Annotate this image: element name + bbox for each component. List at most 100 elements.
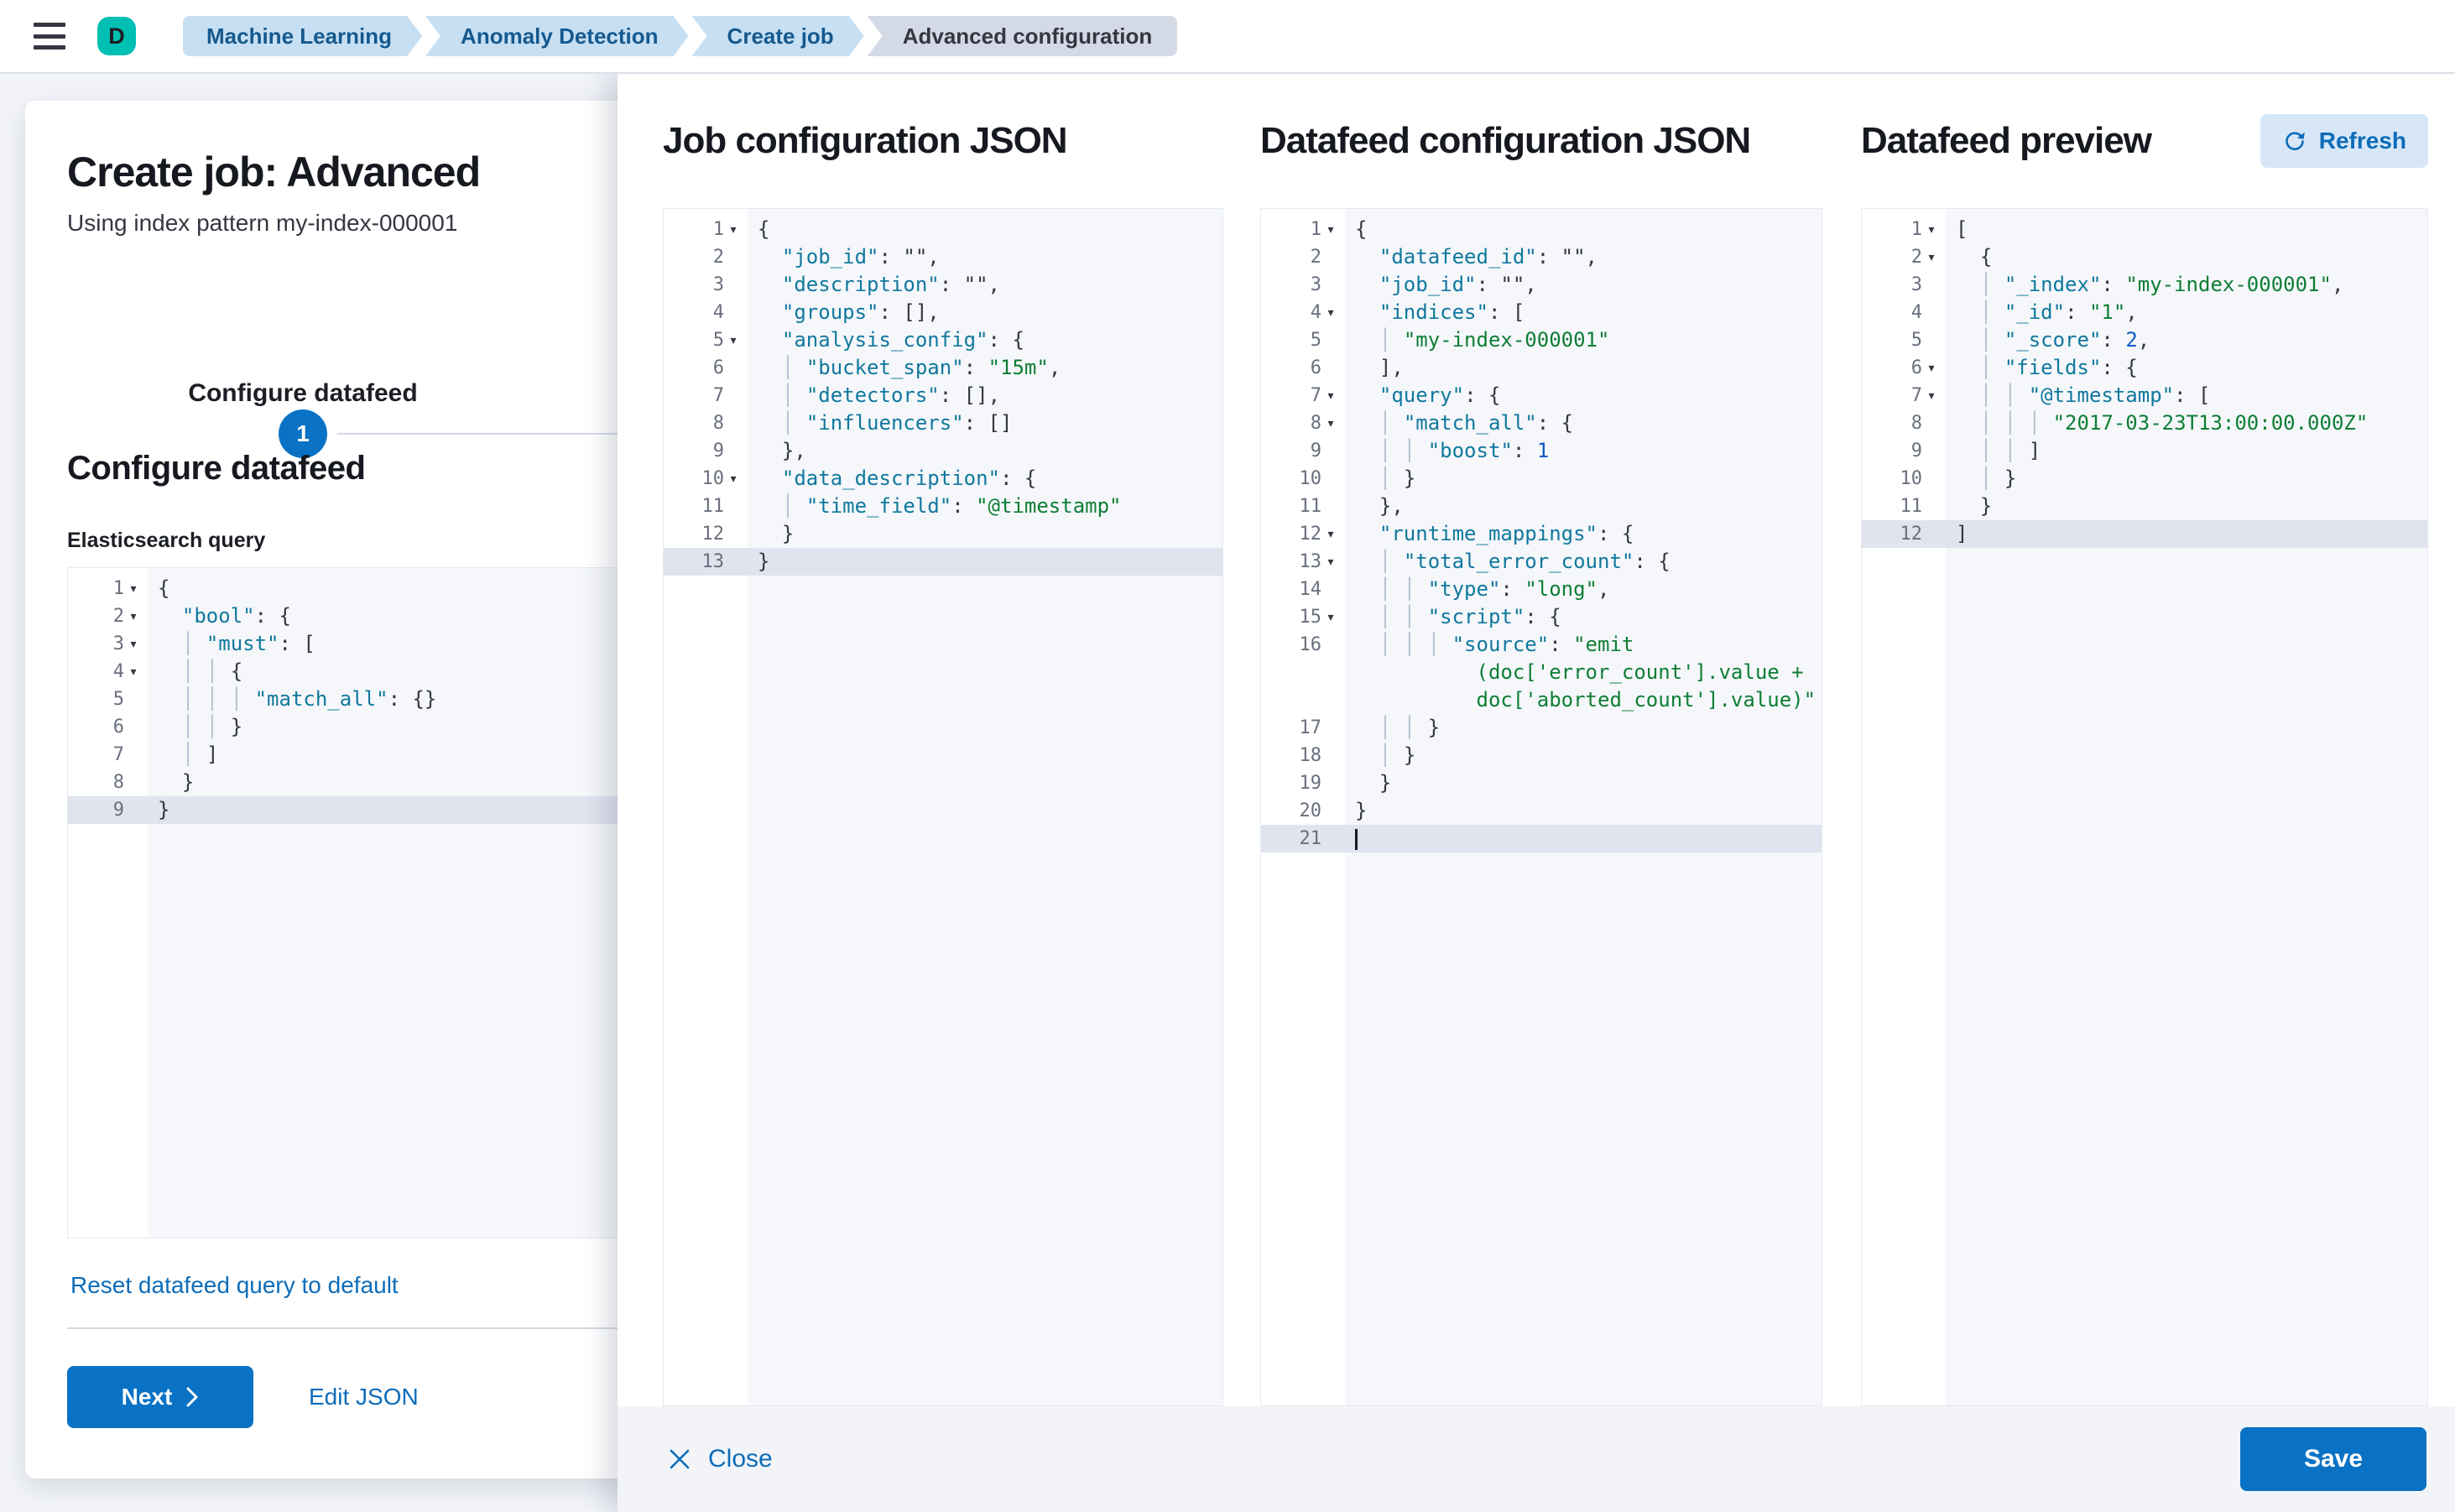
code-line-content: } (148, 769, 628, 796)
close-button[interactable]: Close (666, 1445, 773, 1473)
breadcrumb-item-create-job[interactable]: Create job (692, 16, 864, 56)
menu-icon[interactable] (34, 23, 65, 50)
code-line: 3▾ │ "must": [ (68, 630, 628, 658)
fold-arrow-icon[interactable]: ▾ (1327, 555, 1334, 568)
code-line: 3 "description": "", (664, 271, 1222, 299)
fold-arrow-icon[interactable]: ▾ (1327, 305, 1334, 319)
code-line-content: │ │ } (148, 713, 628, 741)
fold-arrow-icon[interactable]: ▾ (1327, 388, 1334, 402)
line-number-gutter: 6▾ (1862, 354, 1946, 382)
datafeed-configuration-json-title: Datafeed configuration JSON (1260, 120, 1751, 161)
elasticsearch-query-editor[interactable]: 1▾{2▾ "bool": {3▾ │ "must": [4▾ │ │ {5 │… (67, 567, 629, 1238)
code-line-content: }, (1345, 493, 1822, 520)
line-number-gutter: 2 (664, 243, 748, 271)
code-line: 8 │ "influencers": [] (664, 409, 1222, 437)
code-line: 10▾ "data_description": { (664, 465, 1222, 493)
edit-json-link[interactable]: Edit JSON (309, 1384, 419, 1410)
code-line-content: doc['aborted_count'].value)" (1345, 686, 1822, 714)
fold-arrow-icon[interactable]: ▾ (730, 333, 737, 347)
fold-arrow-icon[interactable]: ▾ (1928, 388, 1935, 402)
line-number-gutter: 9 (664, 437, 748, 465)
code-line: 12 } (664, 520, 1222, 548)
avatar[interactable]: D (97, 17, 136, 55)
line-number-gutter: 20 (1261, 797, 1345, 825)
code-line-content: │ "_score": 2, (1946, 326, 2427, 354)
editor-background (1261, 852, 1822, 1405)
fold-arrow-icon[interactable]: ▾ (730, 472, 737, 485)
line-number-gutter: 1▾ (68, 575, 148, 602)
fold-arrow-icon[interactable]: ▾ (1327, 222, 1334, 236)
code-line: 5 │ "my-index-000001" (1261, 326, 1822, 354)
line-number-gutter: 2▾ (68, 602, 148, 630)
line-number-gutter: 3 (1862, 271, 1946, 299)
code-line: 7 │ ] (68, 741, 628, 769)
line-number-gutter: 5 (1261, 326, 1345, 354)
code-line-content: } (748, 520, 1222, 548)
step-1-indicator[interactable]: 1 (279, 409, 327, 458)
fold-arrow-icon[interactable]: ▾ (1928, 222, 1935, 236)
code-line: 2▾ "bool": { (68, 602, 628, 630)
breadcrumb-item-anomaly-detection[interactable]: Anomaly Detection (425, 16, 689, 56)
fold-arrow-icon[interactable]: ▾ (130, 609, 137, 623)
code-line-content: ], (1345, 354, 1822, 382)
line-number-gutter: 5 (1862, 326, 1946, 354)
code-line-content: │ "fields": { (1946, 354, 2427, 382)
code-line: 8▾ │ "match_all": { (1261, 409, 1822, 437)
line-number-gutter: 9 (1261, 437, 1345, 465)
editor-padding (68, 568, 628, 575)
code-line-content: │ │ } (1345, 714, 1822, 742)
fold-arrow-icon[interactable]: ▾ (130, 665, 137, 678)
line-number-gutter: 8 (68, 769, 148, 796)
code-line-content: "datafeed_id": "", (1345, 243, 1822, 271)
fold-arrow-icon[interactable]: ▾ (1928, 250, 1935, 263)
job-configuration-json-editor[interactable]: 1▾{2 "job_id": "",3 "description": "",4 … (663, 208, 1223, 1406)
code-line-content: } (758, 550, 770, 573)
fold-arrow-icon[interactable]: ▾ (130, 581, 137, 595)
editor-background (68, 824, 628, 1238)
code-line: 13▾ │ "total_error_count": { (1261, 548, 1822, 576)
fold-arrow-icon[interactable]: ▾ (1928, 361, 1935, 374)
line-number-gutter: 16 (1261, 631, 1345, 659)
line-number-gutter: 8▾ (1261, 409, 1345, 437)
refresh-button-label: Refresh (2318, 128, 2406, 154)
line-number-gutter: 15▾ (1261, 603, 1345, 631)
reset-datafeed-query-link[interactable]: Reset datafeed query to default (70, 1272, 399, 1298)
code-line-content: { (1946, 243, 2427, 271)
line-number-gutter: 19 (1261, 769, 1345, 797)
line-number-gutter: 3▾ (68, 630, 148, 658)
code-line: 2▾ { (1862, 243, 2427, 271)
refresh-button[interactable]: Refresh (2260, 114, 2428, 168)
page-title: Create job: Advanced (67, 149, 481, 196)
fold-arrow-icon[interactable]: ▾ (1327, 416, 1334, 430)
line-number-gutter: 10 (1862, 465, 1946, 493)
code-line-content: "query": { (1345, 382, 1822, 409)
code-line-content: { (1345, 216, 1822, 243)
next-button-label: Next (121, 1384, 173, 1410)
breadcrumb-item-machine-learning[interactable]: Machine Learning (183, 16, 422, 56)
text-cursor (1355, 828, 1358, 850)
code-line-content: │ "must": [ (148, 630, 628, 658)
code-line: 14 │ │ "type": "long", (1261, 576, 1822, 603)
save-button[interactable]: Save (2240, 1427, 2426, 1491)
code-line: 5▾ "analysis_config": { (664, 326, 1222, 354)
code-line: 1▾{ (68, 575, 628, 602)
code-line-content: │ "influencers": [] (748, 409, 1222, 437)
fold-arrow-icon[interactable]: ▾ (730, 222, 737, 236)
line-number-gutter: 9 (112, 800, 124, 821)
datafeed-configuration-json-editor[interactable]: 1▾{2 "datafeed_id": "",3 "job_id": "",4▾… (1260, 208, 1822, 1406)
code-line-content: "data_description": { (748, 465, 1222, 493)
datafeed-preview-editor[interactable]: 1▾[2▾ {3 │ "_index": "my-index-000001",4… (1861, 208, 2428, 1406)
job-configuration-json-title: Job configuration JSON (663, 120, 1068, 161)
fold-arrow-icon[interactable]: ▾ (130, 637, 137, 650)
line-number-gutter: 11 (1862, 493, 1946, 520)
line-number-gutter: 18 (1261, 742, 1345, 769)
fold-arrow-icon[interactable]: ▾ (1327, 527, 1334, 540)
next-button[interactable]: Next (67, 1366, 253, 1428)
code-line-content: │ │ { (148, 658, 628, 686)
fold-arrow-icon[interactable]: ▾ (1327, 610, 1334, 623)
code-line-content: │ │ "type": "long", (1345, 576, 1822, 603)
divider (67, 1327, 629, 1329)
editor-background (1862, 548, 2427, 1405)
line-number-gutter: 3 (1261, 271, 1345, 299)
